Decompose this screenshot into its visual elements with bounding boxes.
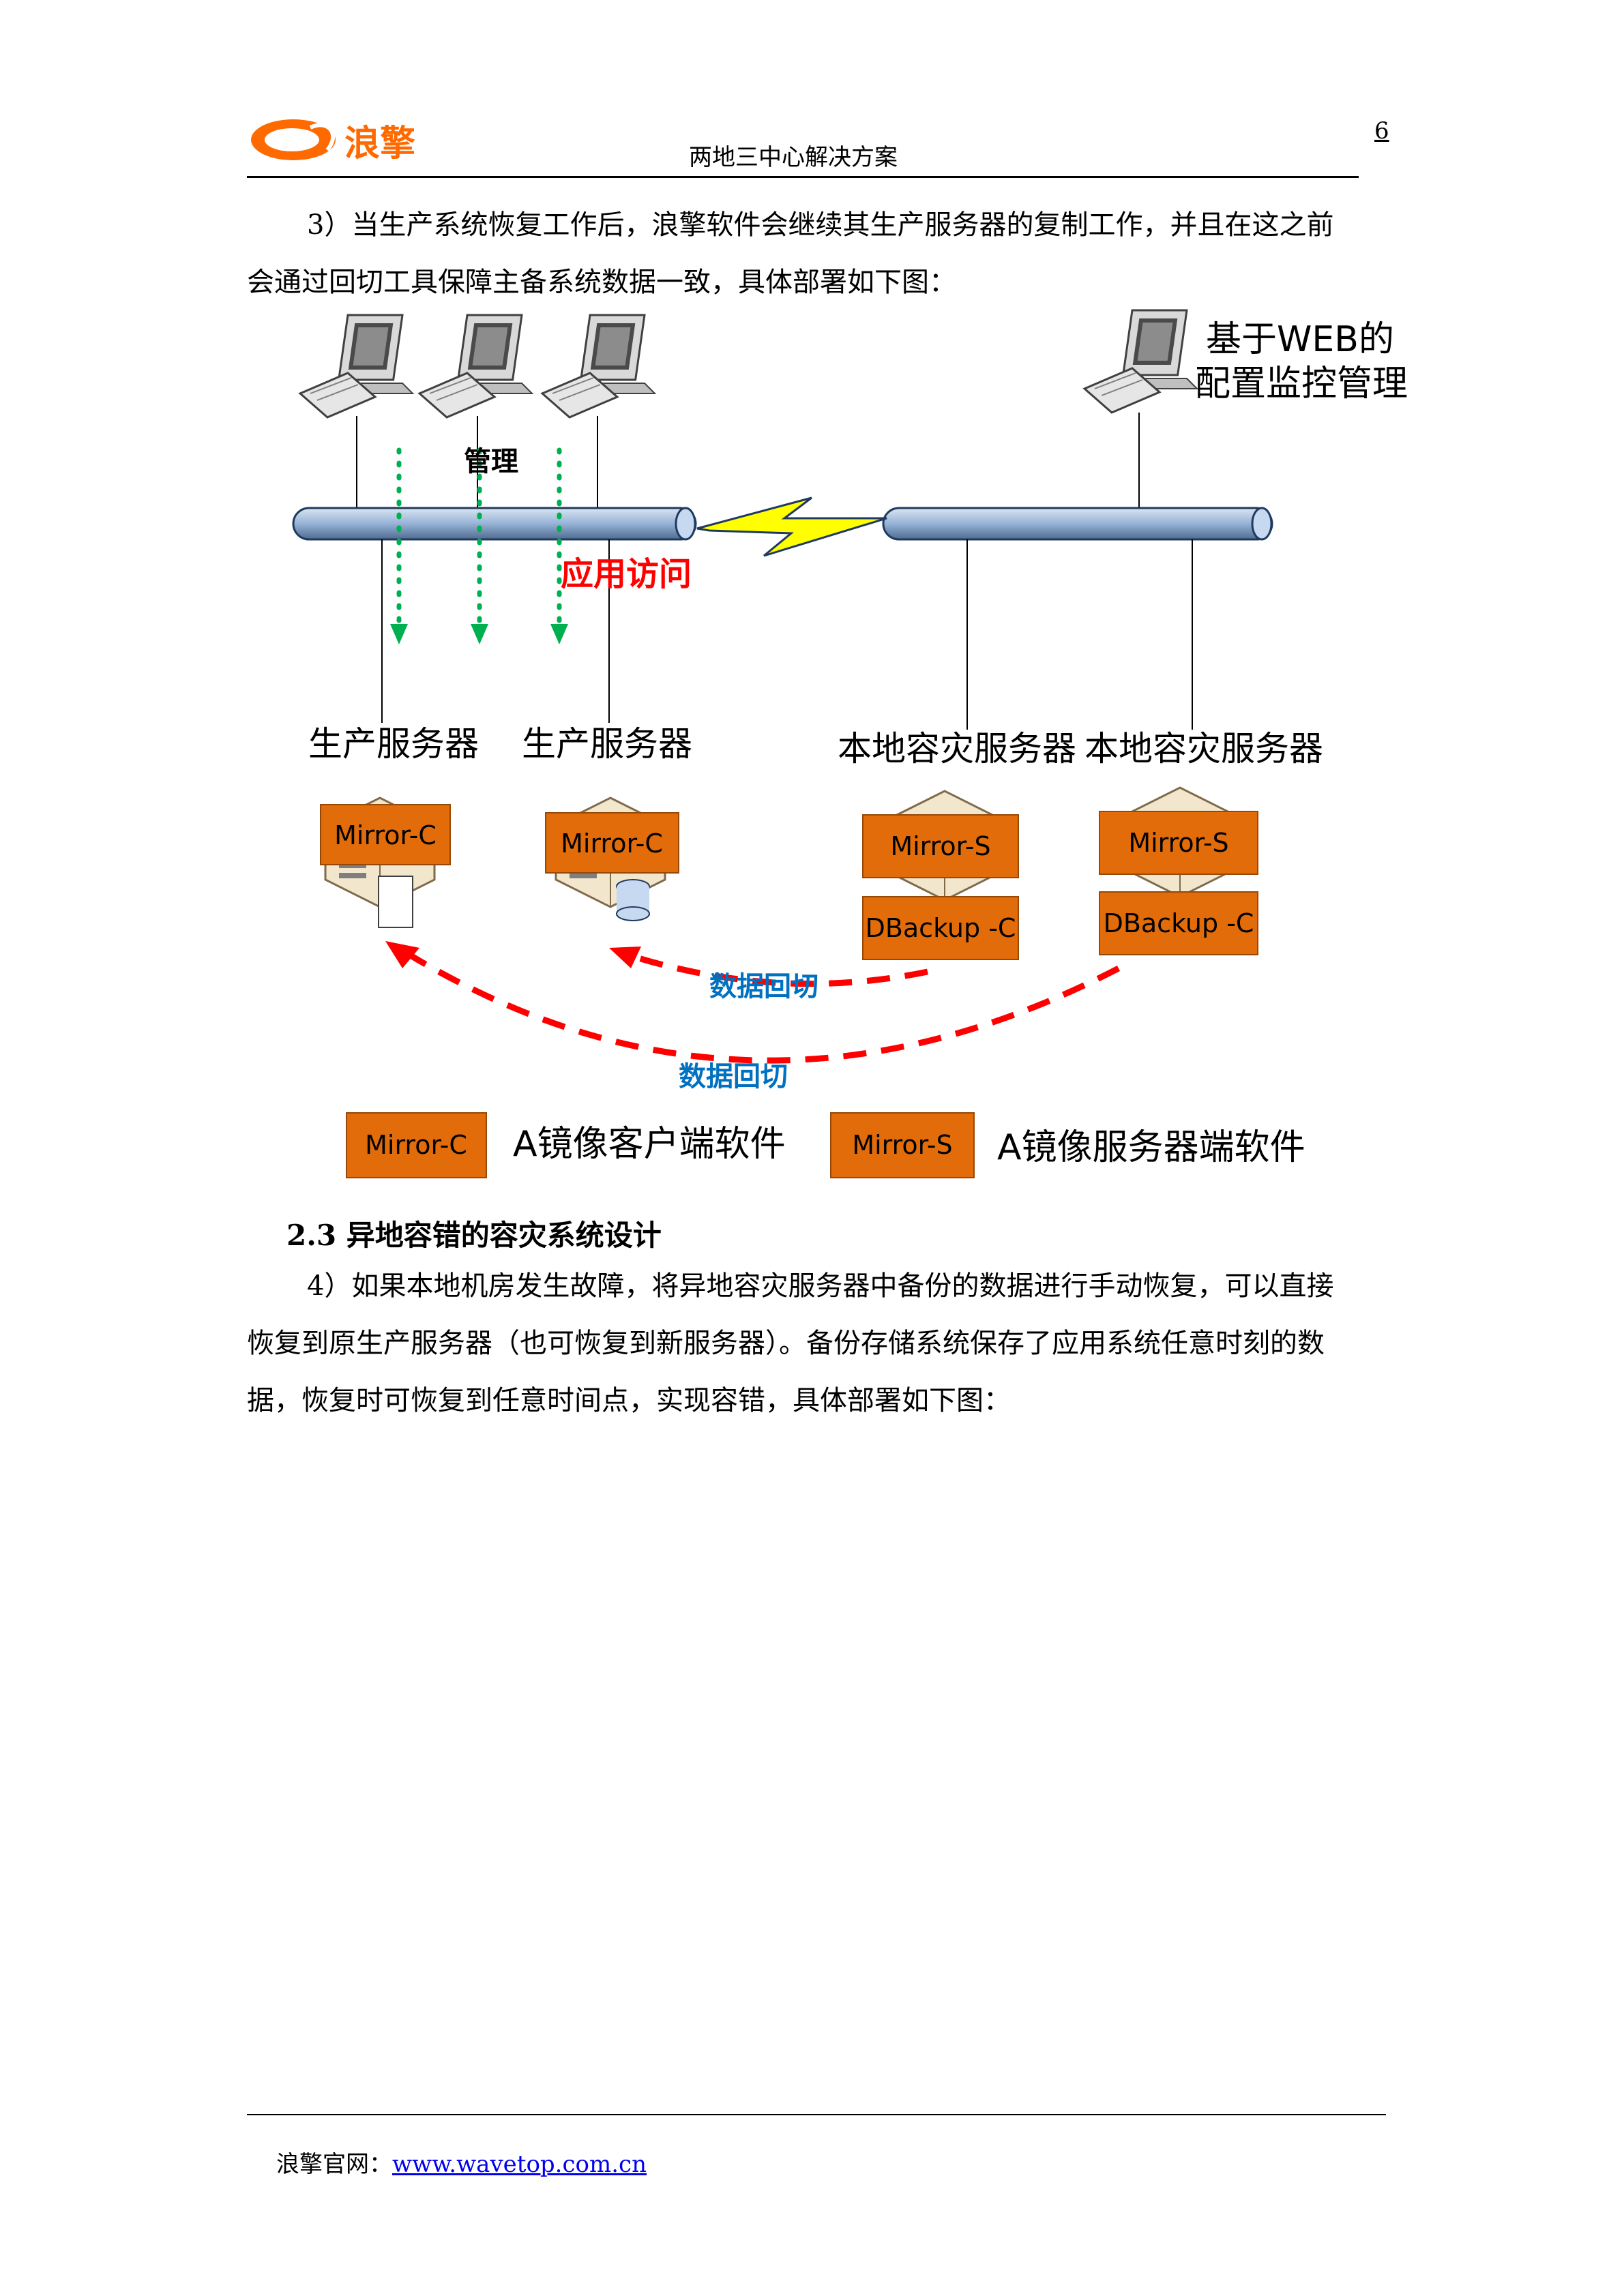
- prod-server-label-2: 生产服务器: [522, 724, 692, 764]
- section-heading: 2.3 异地容错的容灾系统设计: [286, 1219, 662, 1252]
- dbackup-box-1: DBackup -C: [862, 896, 1019, 960]
- management-arrows: [396, 447, 562, 627]
- web-console-pc-icon: [1083, 309, 1198, 414]
- lan-pipe-left: [292, 507, 697, 541]
- dr-server-label-2: 本地容灾服务器: [1084, 729, 1323, 769]
- paragraph-2-line-2: 恢复到原生产服务器（也可恢复到新服务器）。备份存储系统保存了应用系统任意时刻的数: [247, 1328, 1325, 1359]
- document-title: 两地三中心解决方案: [689, 144, 898, 171]
- svg-text:Mirror-S: Mirror-S: [890, 831, 990, 861]
- mirror-c-box-2: Mirror-C: [545, 812, 679, 874]
- data-switchback-label-2: 数据回切: [679, 1061, 788, 1092]
- deployment-diagram: 管理 应用访问 基于WEB的 配置监控管理 生产服务器 生产服务器 本地容灾服务…: [292, 309, 1408, 1178]
- mirror-s-box-1: Mirror-S: [862, 814, 1019, 878]
- paragraph-1-line-1: 3）当生产系统恢复工作后，浪擎软件会继续其生产服务器的复制工作，并且在这之前: [307, 209, 1334, 241]
- prod-server-label-1: 生产服务器: [308, 724, 479, 764]
- web-label-line-2: 配置监控管理: [1195, 363, 1408, 404]
- footer-label: 浪擎官网：: [276, 2151, 392, 2178]
- logo-text: 浪擎: [344, 123, 416, 164]
- lan-pipe-right: [882, 507, 1273, 541]
- mirror-c-box-1: Mirror-C: [320, 804, 451, 865]
- legend-mirror-c-desc: A镜像客户端软件: [513, 1124, 786, 1165]
- svg-text:DBackup -C: DBackup -C: [866, 913, 1016, 943]
- page-number: 6: [1374, 117, 1389, 145]
- wavetop-logo-icon: [251, 119, 336, 160]
- dbackup-box-2: DBackup -C: [1099, 891, 1258, 955]
- header: 浪擎 两地三中心解决方案 6: [0, 0, 1624, 184]
- svg-text:Mirror-C: Mirror-C: [561, 829, 663, 859]
- data-switchback-arrow-2: [407, 952, 1121, 1064]
- client-pc-icon-3: [541, 314, 656, 419]
- mirror-s-box-2: Mirror-S: [1099, 811, 1258, 875]
- paragraph-1-line-2: 会通过回切工具保障主备系统数据一致，具体部署如下图：: [247, 267, 956, 298]
- legend-mirror-s-desc: A镜像服务器端软件: [997, 1127, 1305, 1168]
- paragraph-2-line-3: 据，恢复时可恢复到任意时间点，实现容错，具体部署如下图：: [247, 1385, 1011, 1416]
- website-link[interactable]: www.wavetop.com.cn: [392, 2151, 647, 2178]
- client-pc-icon-2: [418, 314, 533, 419]
- dr-server-label-1: 本地容灾服务器: [838, 729, 1076, 769]
- svg-text:Mirror-C: Mirror-C: [334, 820, 437, 850]
- header-rule: [247, 176, 1359, 178]
- legend-mirror-s: Mirror-S: [830, 1112, 975, 1178]
- data-switchback-label-1: 数据回切: [709, 971, 818, 1002]
- svg-text:Mirror-S: Mirror-S: [1128, 828, 1228, 858]
- manage-label: 管理: [464, 446, 518, 477]
- footer-rule: [247, 2114, 1386, 2115]
- legend-mirror-c: Mirror-C: [346, 1112, 487, 1178]
- svg-text:Mirror-S: Mirror-S: [852, 1130, 952, 1160]
- web-label-line-1: 基于WEB的: [1206, 319, 1394, 360]
- footer: 浪擎官网：www.wavetop.com.cn: [276, 2145, 647, 2179]
- client-pc-icon-1: [299, 314, 414, 419]
- svg-text:Mirror-C: Mirror-C: [365, 1130, 467, 1160]
- data-switchback-arrow-1: [626, 951, 928, 987]
- wan-link-bolt-icon: [696, 496, 887, 557]
- app-access-label: 应用访问: [561, 555, 692, 593]
- paragraph-2-line-1: 4）如果本地机房发生故障，将异地容灾服务器中备份的数据进行手动恢复，可以直接: [307, 1270, 1334, 1302]
- svg-text:DBackup -C: DBackup -C: [1104, 908, 1254, 938]
